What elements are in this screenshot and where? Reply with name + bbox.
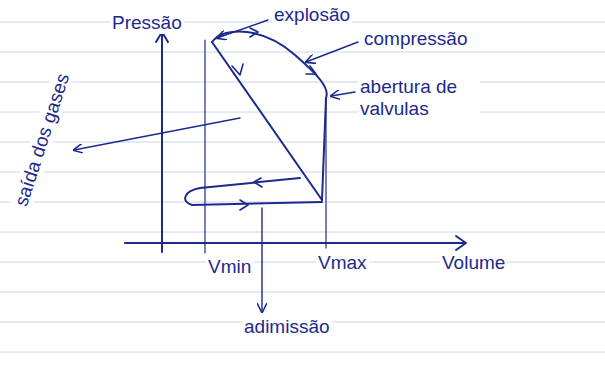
leader-line bbox=[331, 92, 355, 96]
volume-mark: Vmin bbox=[206, 256, 253, 278]
direction-mark bbox=[254, 178, 262, 187]
stage-label: saída dos gases bbox=[10, 69, 75, 211]
vmin-guide bbox=[204, 40, 205, 253]
volume-axis bbox=[125, 242, 465, 244]
stage-label: explosão bbox=[272, 4, 352, 26]
leader-line bbox=[261, 208, 262, 312]
volume-axis-arrow bbox=[456, 236, 466, 250]
direction-mark bbox=[306, 66, 316, 74]
direction-mark bbox=[240, 200, 248, 210]
cycle-lower-loop bbox=[185, 178, 322, 205]
axis-label: Volume bbox=[440, 252, 507, 274]
leader-line bbox=[217, 20, 268, 38]
direction-mark bbox=[250, 28, 258, 37]
axis-label: Pressão bbox=[110, 12, 184, 34]
leader-line bbox=[74, 118, 240, 150]
pressure-axis bbox=[161, 32, 163, 252]
cycle-upper-loop bbox=[212, 31, 327, 200]
cycle-expansion-line bbox=[212, 42, 322, 200]
leader-line bbox=[306, 42, 358, 62]
volume-mark: Vmax bbox=[316, 252, 369, 274]
stage-label: adimissão bbox=[242, 316, 332, 338]
ruled-lines bbox=[0, 22, 605, 352]
direction-mark bbox=[232, 64, 243, 75]
stage-label: abertura de valvulas bbox=[358, 76, 480, 120]
stage-label: compressão bbox=[362, 28, 470, 50]
